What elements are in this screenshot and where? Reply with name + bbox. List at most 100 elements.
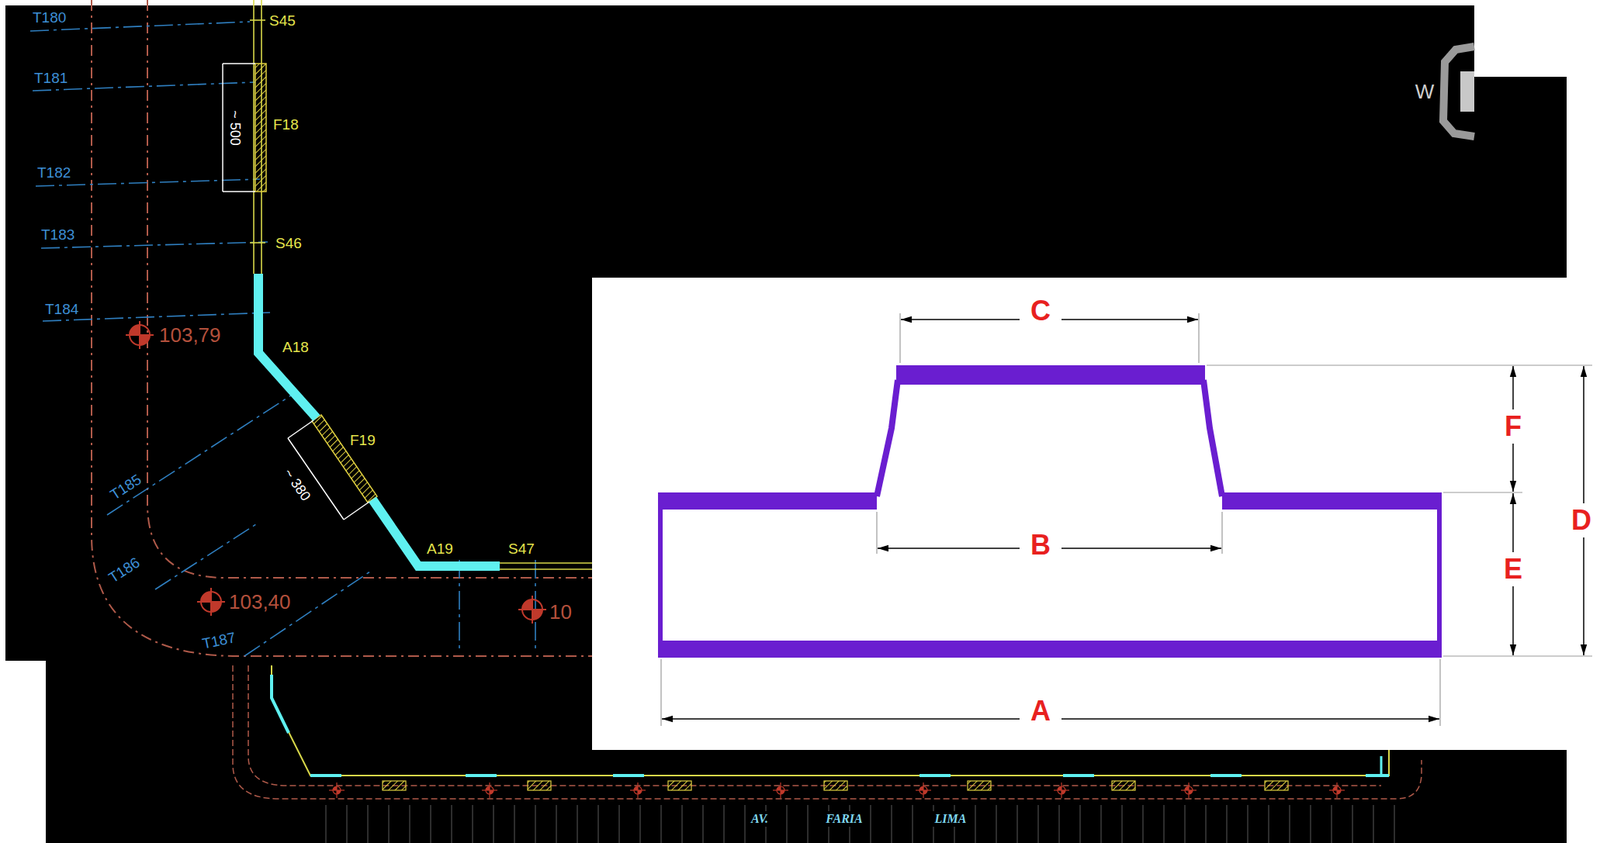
wall-segment xyxy=(372,499,500,567)
dimension-bracket xyxy=(222,190,256,193)
station-tick xyxy=(891,805,893,843)
property-line xyxy=(499,568,593,571)
dimension-bracket xyxy=(287,420,314,439)
extension-line xyxy=(1221,512,1223,555)
station-tick xyxy=(472,805,474,843)
elevation-label: 103,79 xyxy=(159,325,222,346)
grid-symbol xyxy=(1060,782,1062,799)
grid-symbol xyxy=(532,609,543,620)
station-tick xyxy=(912,805,914,843)
grid-symbol xyxy=(481,782,498,799)
grid-symbol xyxy=(1333,786,1337,791)
station-tick xyxy=(619,805,620,843)
section-line xyxy=(534,560,537,652)
station-tick xyxy=(1101,805,1102,843)
section-label: T183 xyxy=(41,227,75,243)
wall-segment xyxy=(919,774,951,778)
grid-symbol xyxy=(772,782,789,799)
grid-symbol xyxy=(1336,782,1337,799)
grid-symbol xyxy=(200,592,212,603)
grid-symbol xyxy=(125,321,154,350)
grid-symbol xyxy=(210,588,212,617)
station-label: A19 xyxy=(426,541,454,557)
elevation-label: 10 xyxy=(549,602,572,623)
grid-symbol xyxy=(919,786,924,791)
profile-shape xyxy=(658,365,1442,659)
profile-shape xyxy=(1203,380,1223,497)
grid-symbol xyxy=(1187,782,1189,799)
extension-line xyxy=(1443,491,1523,493)
overview-plan xyxy=(271,675,289,734)
extension-line xyxy=(1439,659,1441,727)
profile-shape xyxy=(1437,492,1442,659)
wall-segment xyxy=(310,774,342,778)
station-tick xyxy=(1205,805,1207,843)
hatched-segment xyxy=(967,781,991,791)
hatched-segment xyxy=(668,781,692,791)
station-tick xyxy=(1394,805,1396,843)
station-tick xyxy=(451,805,453,843)
station-tick xyxy=(975,805,977,843)
station-tick xyxy=(1184,805,1186,843)
dimension-label: A xyxy=(1019,696,1062,728)
grid-symbol xyxy=(1336,790,1341,795)
station-tick xyxy=(996,805,998,843)
profile-shape xyxy=(659,640,1441,659)
dimension-line xyxy=(661,319,1584,720)
profile-shape xyxy=(876,380,898,497)
compass-icon xyxy=(1443,46,1475,137)
grid-symbol xyxy=(1053,782,1070,799)
grid-symbol xyxy=(138,321,141,350)
grid-symbol xyxy=(129,325,140,336)
grid-symbol xyxy=(1329,782,1345,799)
dimension-label: E xyxy=(1499,552,1528,587)
station-tick xyxy=(744,805,746,843)
station-tick xyxy=(682,805,683,843)
station-tick xyxy=(409,805,411,843)
property-line xyxy=(499,562,593,565)
station-tick xyxy=(661,805,662,843)
station-tick xyxy=(703,805,704,843)
section-label: T184 xyxy=(45,301,79,317)
grid-symbol xyxy=(779,782,781,799)
hatched-segment xyxy=(1111,781,1136,791)
station-tick xyxy=(1268,805,1270,843)
grid-symbol xyxy=(336,790,341,795)
station-tick xyxy=(1247,805,1249,843)
dimension-label: ~ 500 xyxy=(228,110,243,146)
road-edge xyxy=(91,0,593,657)
hatched-segment xyxy=(382,781,406,791)
station-tick xyxy=(807,805,809,843)
station-tick xyxy=(1122,805,1123,843)
section-line xyxy=(244,570,373,657)
station-tick xyxy=(325,805,327,843)
section-line xyxy=(458,560,461,652)
dimension-label: D xyxy=(1568,503,1595,538)
grid-symbol xyxy=(776,786,781,791)
station-label: S46 xyxy=(275,235,302,251)
station-tick xyxy=(1226,805,1228,843)
station-tick xyxy=(493,805,495,843)
property-line xyxy=(252,0,255,274)
wall-segment xyxy=(612,774,645,778)
station-tick xyxy=(535,805,537,843)
station-tick xyxy=(1310,805,1312,843)
street-name: AV. xyxy=(748,811,772,828)
station-tick xyxy=(514,805,516,843)
grid-symbol xyxy=(633,786,638,791)
station-label: S45 xyxy=(269,13,296,28)
station-tick xyxy=(1373,805,1375,843)
grid-symbol xyxy=(1057,786,1062,791)
station-tick xyxy=(1017,805,1019,843)
hatched-segment xyxy=(311,415,378,503)
street-name: FARIA xyxy=(822,811,866,828)
grid-symbol xyxy=(485,786,490,791)
section-label: T181 xyxy=(34,70,68,86)
station-tick xyxy=(346,805,348,843)
dimension-label: C xyxy=(1019,295,1062,327)
street-name: LIMA xyxy=(931,811,970,828)
grid-symbol xyxy=(211,602,222,613)
station-tick xyxy=(870,805,872,843)
grid-symbol xyxy=(488,782,490,799)
station-label: F18 xyxy=(273,117,299,132)
